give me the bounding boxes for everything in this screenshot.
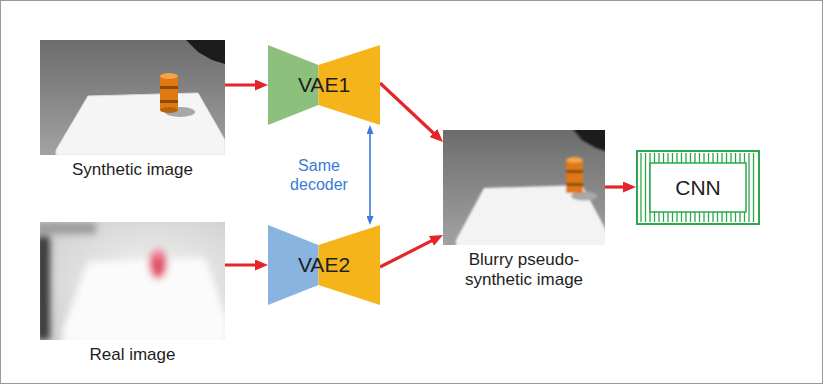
orange-cylinder: [566, 160, 583, 193]
image-caption: Blurry pseudo-synthetic image: [449, 250, 599, 289]
real-photo: [40, 222, 225, 340]
flow-arrow: [225, 263, 261, 266]
blurred-scene: [456, 130, 605, 245]
cnn-block: CNN: [636, 150, 760, 225]
robot-arm: [572, 130, 605, 152]
cnn-stripe: [645, 153, 646, 222]
flow-arrow: [605, 185, 629, 188]
orange-cylinder: [160, 76, 178, 110]
pink-object-top: [151, 250, 165, 258]
table-surface: [456, 185, 605, 245]
vae-block: VAE2: [268, 225, 380, 305]
image-panel: Synthetic image: [40, 40, 225, 180]
cylinder-band: [160, 100, 178, 103]
dark-edge: [40, 236, 50, 340]
photo-ground: [40, 40, 225, 155]
image-panel: Blurry pseudo-synthetic image: [443, 130, 605, 289]
image-caption: Synthetic image: [40, 160, 225, 180]
cnn-stripe: [640, 153, 641, 222]
pseudo-synthetic-photo: [443, 130, 605, 245]
photo-area: [443, 130, 605, 245]
cylinder-band: [566, 183, 583, 186]
cylinder-top: [160, 73, 178, 79]
blurred-scene: [40, 222, 225, 340]
image-caption: Real image: [40, 345, 225, 365]
cylinder-bottom: [160, 107, 178, 113]
flow-arrow: [380, 238, 437, 267]
vae-block: VAE1: [268, 45, 380, 125]
flow-arrow: [225, 83, 261, 86]
cylinder-band: [566, 170, 583, 173]
cnn-stripe: [753, 153, 754, 222]
block-label: CNN: [675, 176, 721, 199]
edge-label: Same decoder: [276, 155, 362, 195]
image-panel: Real image: [40, 222, 225, 365]
cnn-stripe: [748, 153, 749, 222]
table-surface: [62, 258, 225, 340]
cylinder-top: [566, 157, 583, 163]
robot-arm: [186, 40, 225, 64]
cylinder-band: [160, 86, 178, 89]
block-label: VAE1: [298, 73, 350, 96]
cnn-core: [650, 163, 746, 212]
flow-arrow: [380, 83, 438, 137]
cnn-border: [637, 151, 759, 224]
block-label: VAE2: [298, 253, 350, 276]
photo-area: [40, 40, 225, 155]
synthetic-photo: [40, 40, 225, 155]
shared-decoder-arrow: [369, 129, 371, 221]
photo-area: [40, 222, 225, 340]
table-surface: [56, 93, 225, 155]
dark-edge: [40, 222, 96, 234]
pink-object: [149, 249, 167, 279]
